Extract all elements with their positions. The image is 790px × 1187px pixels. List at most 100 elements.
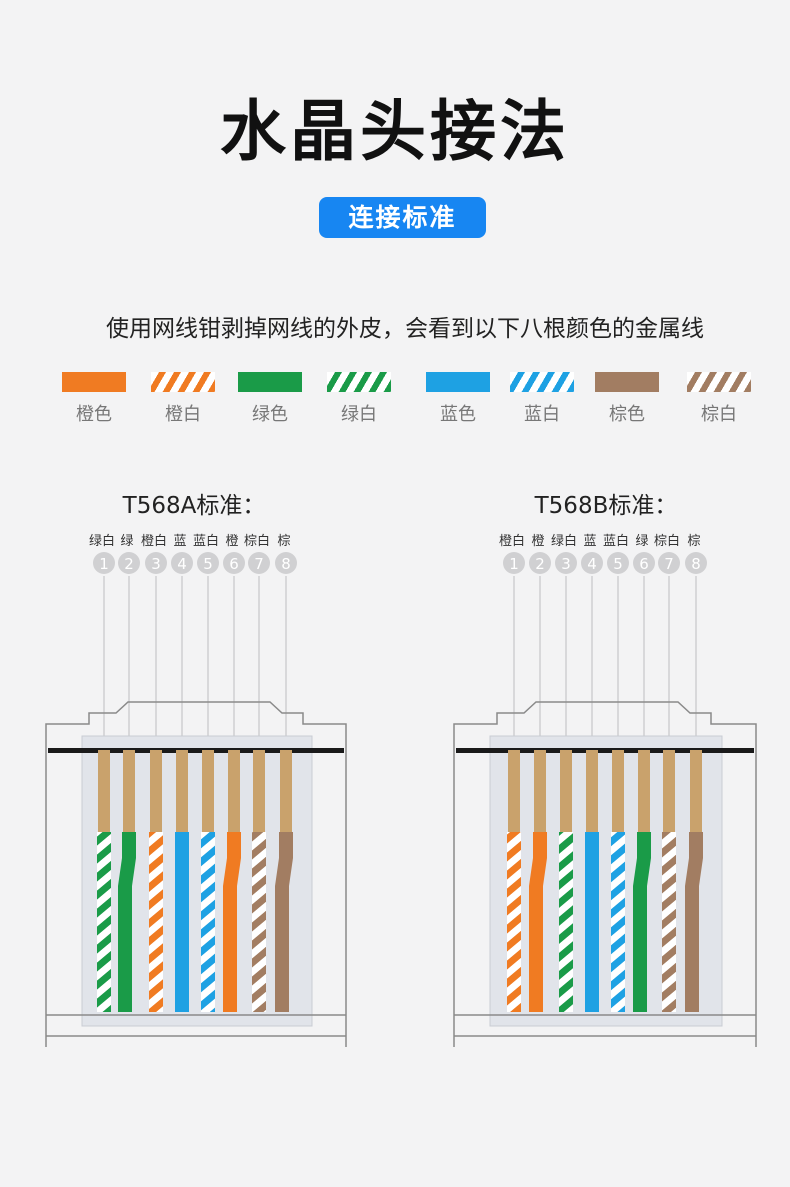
legend-item-2: 橙白: [143, 372, 223, 426]
pin-number: 7: [254, 555, 264, 573]
wire-brown-white: [252, 832, 266, 1012]
legend-swatch: [687, 372, 751, 392]
legend-swatch: [62, 372, 126, 392]
legend-label: 橙色: [76, 404, 112, 425]
legend-swatch: [426, 372, 490, 392]
wire-orange-white: [149, 832, 163, 1012]
pin-number: 7: [664, 555, 674, 573]
legend-item-7: 棕色: [587, 372, 667, 426]
pin-number: 6: [639, 555, 649, 573]
wire-label: 橙: [531, 534, 544, 549]
legend-swatch: [151, 372, 215, 392]
legend-swatch: [327, 372, 391, 392]
legend-swatch: [595, 372, 659, 392]
wire-blue-white: [201, 832, 215, 1012]
wire-label: 绿白: [89, 533, 115, 549]
copper-contact: [534, 750, 546, 832]
wire-label: 橙白: [499, 533, 525, 549]
wire-orange: [223, 832, 241, 1012]
wire-blue-white: [611, 832, 625, 1012]
pin-number-circle: [248, 552, 270, 574]
legend-swatch: [510, 372, 574, 392]
pin-number: 6: [229, 555, 239, 573]
wire-blue: [585, 832, 599, 1012]
legend-label: 棕白: [701, 404, 737, 425]
standard-badge: 连接标准: [319, 197, 486, 238]
wire-brown-white: [662, 832, 676, 1012]
copper-contact: [228, 750, 240, 832]
wire-green: [633, 832, 651, 1012]
pin-number: 4: [177, 555, 187, 573]
legend-label: 蓝白: [524, 404, 560, 425]
copper-contact: [280, 750, 292, 832]
wire-orange: [529, 832, 547, 1012]
wire-label: 绿白: [551, 533, 577, 549]
wire-label: 蓝白: [603, 533, 629, 549]
page-title: 水晶头接法: [220, 93, 570, 170]
pin-number-circle: [93, 552, 115, 574]
pin-number-circle: [275, 552, 297, 574]
pin-number: 5: [613, 555, 623, 573]
pin-number-circle: [503, 552, 525, 574]
wire-orange-white: [507, 832, 521, 1012]
wire-label: 橙: [225, 534, 238, 549]
pin-number: 8: [281, 555, 291, 573]
pin-number: 1: [509, 555, 519, 573]
copper-contact: [612, 750, 624, 832]
pin-number: 3: [561, 555, 571, 573]
pin-number-circle: [685, 552, 707, 574]
legend-label: 棕色: [609, 404, 645, 425]
color-legend: 橙色 橙白 绿色 绿白 蓝色 蓝白 棕色 棕白: [0, 372, 790, 432]
pin-number: 4: [587, 555, 597, 573]
wire-green-white: [97, 832, 111, 1012]
legend-item-8: 棕白: [679, 372, 759, 426]
wire-green: [118, 832, 136, 1012]
copper-contact: [586, 750, 598, 832]
legend-label: 橙白: [165, 404, 201, 425]
copper-contact: [123, 750, 135, 832]
connector-latch-bar: [456, 748, 754, 753]
wire-label: 橙白: [141, 533, 167, 549]
t568b-title: T568B标准：: [534, 493, 678, 519]
legend-item-6: 蓝白: [502, 372, 582, 426]
wire-label: 绿: [120, 534, 133, 549]
description-text: 使用网线钳剥掉网线的外皮，会看到以下八根颜色的金属线: [106, 316, 704, 342]
pin-number-circle: [223, 552, 245, 574]
pin-number-circle: [607, 552, 629, 574]
copper-contact: [253, 750, 265, 832]
pin-number: 1: [99, 555, 109, 573]
pin-number: 5: [203, 555, 213, 573]
legend-label: 绿色: [252, 404, 288, 425]
pin-number: 2: [124, 555, 134, 573]
wire-label: 棕: [277, 534, 290, 549]
pin-number-circle: [633, 552, 655, 574]
copper-contact: [508, 750, 520, 832]
copper-contact: [560, 750, 572, 832]
pin-number-circle: [581, 552, 603, 574]
wire-label: 蓝白: [193, 533, 219, 549]
connector-housing: [453, 701, 757, 1047]
legend-item-1: 橙色: [54, 372, 134, 426]
legend-item-4: 绿白: [319, 372, 399, 426]
legend-label: 蓝色: [440, 404, 476, 425]
pin-number-circle: [197, 552, 219, 574]
copper-contact: [176, 750, 188, 832]
connector-body: [489, 735, 723, 1027]
legend-swatch: [238, 372, 302, 392]
copper-contact: [150, 750, 162, 832]
pin-number-circle: [145, 552, 167, 574]
pin-number: 8: [691, 555, 701, 573]
wire-green-white: [559, 832, 573, 1012]
connector-housing: [45, 701, 347, 1047]
pin-number: 2: [535, 555, 545, 573]
copper-contact: [202, 750, 214, 832]
legend-item-3: 绿色: [230, 372, 310, 426]
pin-number: 3: [151, 555, 161, 573]
pin-number-circle: [171, 552, 193, 574]
legend-label: 绿白: [341, 404, 377, 425]
copper-contact: [98, 750, 110, 832]
